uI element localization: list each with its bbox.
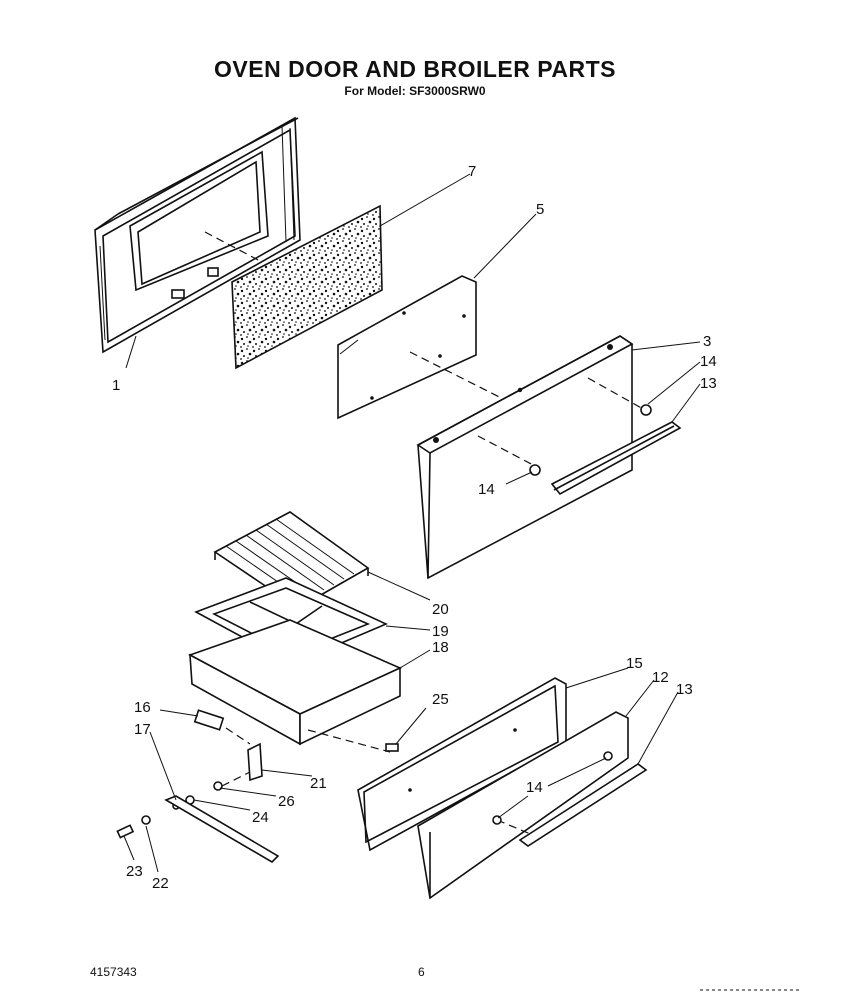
broiler-clip-part bbox=[385, 743, 399, 752]
callout-14-drawer: 14 bbox=[526, 779, 543, 796]
heat-shield-part bbox=[193, 709, 251, 745]
callout-19: 19 bbox=[432, 623, 449, 640]
callout-14-door: 14 bbox=[478, 481, 495, 498]
outer-oven-door-part bbox=[416, 335, 646, 580]
callout-26: 26 bbox=[278, 793, 295, 810]
callout-17: 17 bbox=[134, 721, 151, 738]
callout-12: 12 bbox=[652, 669, 669, 686]
callout-labels: 1 7 5 3 14 13 14 20 19 18 15 12 13 25 16… bbox=[112, 163, 717, 892]
broiler-slide-rail-part bbox=[164, 795, 280, 864]
callout-21: 21 bbox=[310, 775, 327, 792]
door-insulation-part bbox=[231, 204, 383, 370]
drawer-outer-panel-part bbox=[417, 711, 629, 900]
drawer-handle-screw-part bbox=[492, 751, 613, 825]
handle-screw-part bbox=[529, 404, 652, 476]
oven-door-handle-part bbox=[550, 421, 682, 496]
callout-22: 22 bbox=[152, 875, 169, 892]
drawer-inner-panel-part bbox=[357, 677, 567, 852]
callout-20: 20 bbox=[432, 601, 449, 618]
model-subtitle: For Model: SF3000SRW0 bbox=[344, 84, 486, 98]
callout-18: 18 bbox=[432, 639, 449, 656]
broiler-grid-part bbox=[213, 511, 370, 616]
broiler-fastener-part bbox=[116, 781, 223, 839]
leader-lines bbox=[123, 173, 701, 873]
broiler-bracket-part bbox=[221, 742, 263, 787]
callout-24: 24 bbox=[252, 809, 269, 826]
callout-14-upper: 14 bbox=[700, 353, 717, 370]
document-number: 4157343 bbox=[90, 965, 137, 979]
callout-13-lower: 13 bbox=[676, 681, 693, 698]
callout-1: 1 bbox=[112, 377, 120, 394]
callout-5: 5 bbox=[536, 201, 544, 218]
callout-15: 15 bbox=[626, 655, 643, 672]
callout-13-upper: 13 bbox=[700, 375, 717, 392]
drawer-handle-part bbox=[518, 763, 648, 847]
callout-3: 3 bbox=[703, 333, 711, 350]
page-title: OVEN DOOR AND BROILER PARTS bbox=[214, 56, 616, 82]
inner-door-frame-part bbox=[94, 116, 301, 354]
callout-7: 7 bbox=[468, 163, 476, 180]
page-number: 6 bbox=[418, 965, 425, 979]
callout-23: 23 bbox=[126, 863, 143, 880]
broiler-pan-part bbox=[188, 619, 402, 753]
callout-16: 16 bbox=[134, 699, 151, 716]
door-inner-panel-part bbox=[337, 275, 546, 421]
callout-25: 25 bbox=[432, 691, 449, 708]
